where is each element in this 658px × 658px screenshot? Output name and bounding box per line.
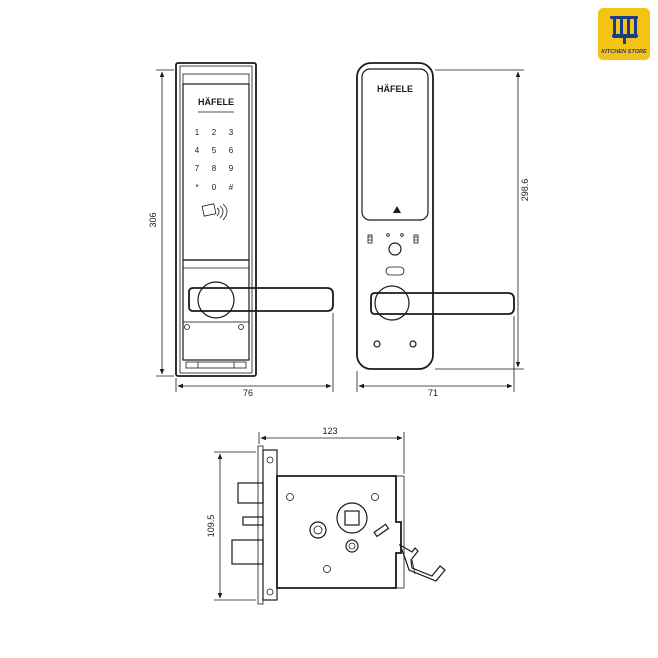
keypad-key: 9 <box>229 164 234 173</box>
keypad-key: 2 <box>212 128 217 137</box>
keypad-key: 1 <box>195 128 200 137</box>
fork-knife-spoon-icon <box>610 16 638 44</box>
back-width-dimension: 71 <box>428 388 438 398</box>
keypad-key: * <box>195 183 198 192</box>
warning-triangle-icon <box>393 206 401 213</box>
keypad-key: 6 <box>229 146 234 155</box>
front-height-dimension: 306 <box>148 212 158 227</box>
mortise-lock-body: 123 109.5 <box>206 426 446 605</box>
back-height-dimension: 298.6 <box>520 179 530 202</box>
keypad-key: 4 <box>195 146 200 155</box>
mortise-height-dimension: 109.5 <box>206 515 216 538</box>
rfid-card-icon <box>201 203 228 221</box>
back-brand-logo: HÄFELE <box>377 84 413 94</box>
keypad-key: 5 <box>212 146 217 155</box>
keypad: 1 2 3 4 5 6 7 8 9 * 0 # <box>195 128 234 192</box>
mortise-width-dimension: 123 <box>322 426 337 436</box>
front-view-lock: HÄFELE 1 2 3 4 5 6 7 8 9 * 0 # <box>148 62 334 398</box>
back-view-lock: HÄFELE 298.6 71 <box>356 62 530 398</box>
keypad-key: 8 <box>212 164 217 173</box>
keypad-key: 7 <box>195 164 200 173</box>
front-width-dimension: 76 <box>243 388 253 398</box>
keypad-key: 3 <box>229 128 234 137</box>
front-brand-logo: HÄFELE <box>198 97 234 107</box>
kitchen-store-badge: KITCHEN STORE <box>598 8 650 60</box>
keypad-key: # <box>229 183 234 192</box>
badge-label: KITCHEN STORE <box>601 49 647 55</box>
keypad-key: 0 <box>212 183 217 192</box>
